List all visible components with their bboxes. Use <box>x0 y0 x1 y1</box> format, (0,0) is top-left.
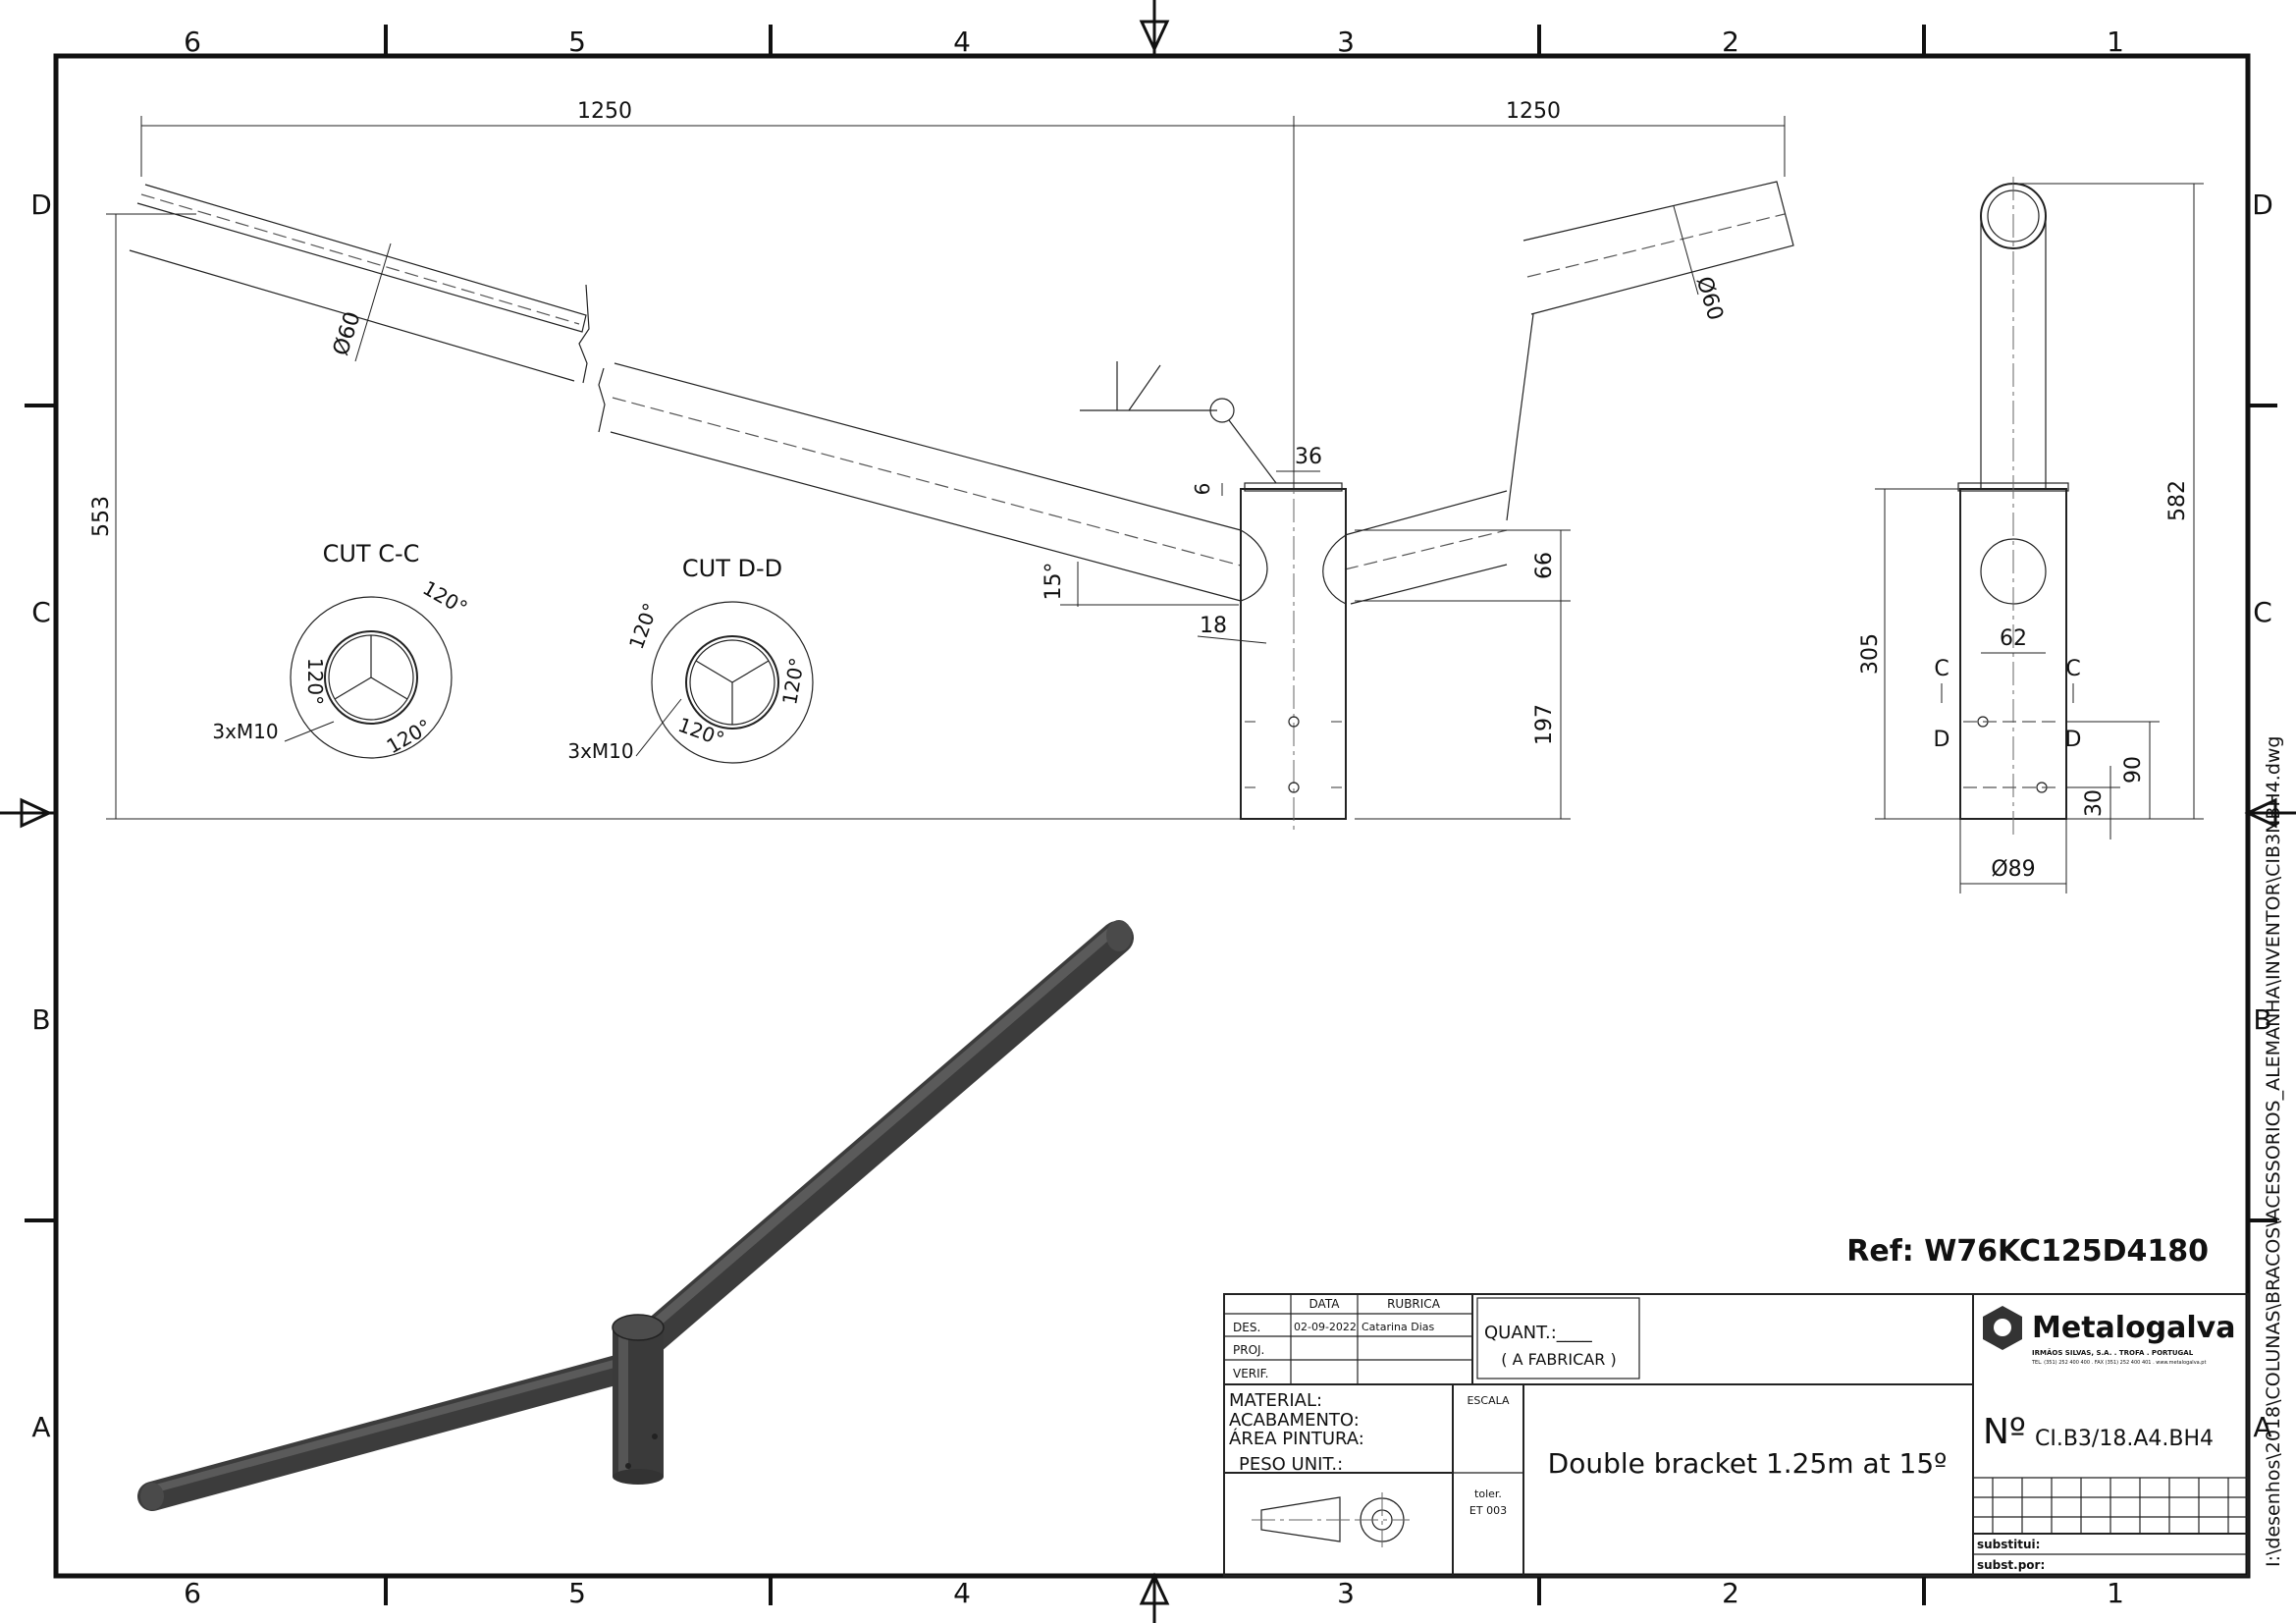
tb-substitui: substitui: <box>1977 1538 2040 1551</box>
tb-a-fabricar: ( A FABRICAR ) <box>1501 1350 1616 1369</box>
col-label: 2 <box>1722 1577 1739 1609</box>
cut-c-c: CUT C-C 120° 120° 120° 3xM10 <box>212 540 472 759</box>
cut-cc-angle-2: 120° <box>303 658 327 705</box>
tb-row-verif: VERIF. <box>1233 1367 1268 1380</box>
column-labels-bottom: 6 5 4 3 2 1 <box>184 1577 2124 1609</box>
row-labels-left: D C B A <box>30 189 52 1443</box>
dim-305: 305 <box>1858 633 1883 675</box>
col-label: 4 <box>953 1577 971 1609</box>
dim-dia-left: Ø60 <box>329 309 366 359</box>
row-label: A <box>31 1411 50 1443</box>
col-label: 5 <box>568 26 586 58</box>
tb-col-rubrica: RUBRICA <box>1387 1297 1441 1311</box>
col-label: 3 <box>1337 1577 1355 1609</box>
company-contact: TEL. (351) 252 400 400 . FAX (351) 252 4… <box>2031 1360 2206 1366</box>
grid-ticks <box>25 25 2277 1605</box>
row-label: B <box>2253 1003 2271 1036</box>
tb-acabamento: ACABAMENTO: <box>1229 1410 1360 1431</box>
dim-6: 6 <box>1191 483 1214 496</box>
tb-row-proj: PROJ. <box>1233 1343 1264 1357</box>
reference-code: Ref: W76KC125D4180 <box>1846 1234 2209 1269</box>
tb-col-data: DATA <box>1309 1297 1341 1311</box>
cut-dd-bolts: 3xM10 <box>567 739 633 763</box>
cut-cc-bolts: 3xM10 <box>212 720 278 743</box>
row-labels-right: D C B A <box>2252 189 2273 1443</box>
company-name: Metalogalva <box>2032 1311 2235 1345</box>
dim-angle-15: 15° <box>1041 563 1066 601</box>
cut-d-d: CUT D-D 120° 120° 120° 3xM10 <box>567 555 814 764</box>
side-view: C C D D <box>1934 177 2082 835</box>
section-mark-c-right: C <box>2065 657 2080 681</box>
row-label: B <box>31 1003 50 1036</box>
col-label: 6 <box>184 1577 201 1609</box>
tb-des-date: 02-09-2022 <box>1294 1321 1357 1333</box>
company-logo: Metalogalva IRMÃOS SILVAS, S.A. . TROFA … <box>1983 1306 2235 1366</box>
dim-dia89: Ø89 <box>1991 857 2035 882</box>
row-label: D <box>30 189 52 221</box>
file-path-label: I:\desenhos\2018\COLUNAS\BRACOS\ACESSORI… <box>2263 736 2284 1567</box>
dim-dia-right: Ø60 <box>1691 274 1728 324</box>
dim-582: 582 <box>2165 480 2190 521</box>
dim-62: 62 <box>2000 626 2027 651</box>
dim-height-total: 553 <box>89 496 114 537</box>
dim-197: 197 <box>1532 704 1557 745</box>
cut-cc-angle-1: 120° <box>419 575 472 620</box>
drawing-number-prefix: Nº <box>1983 1412 2026 1452</box>
col-label: 5 <box>568 1577 586 1609</box>
row-label: A <box>2253 1411 2271 1443</box>
col-label: 2 <box>1722 26 1739 58</box>
iso-render <box>137 920 1134 1511</box>
projection-symbol <box>1252 1492 1410 1547</box>
dim-66: 66 <box>1532 552 1557 579</box>
col-label: 1 <box>2107 26 2124 58</box>
cut-dd-title: CUT D-D <box>682 555 782 582</box>
tb-des-name: Catarina Dias <box>1362 1321 1435 1333</box>
tb-escala: ESCALA <box>1467 1394 1510 1407</box>
cut-cc-angle-3: 120° <box>383 714 436 758</box>
cut-cc-title: CUT C-C <box>323 540 420 568</box>
side-dimensions: 582 305 62 90 30 Ø89 <box>1858 183 2204 893</box>
col-label: 6 <box>184 26 201 58</box>
section-mark-d-right: D <box>2065 728 2082 752</box>
tb-quant: QUANT.:____ <box>1484 1323 1593 1343</box>
dim-36: 36 <box>1295 445 1322 469</box>
front-view <box>129 181 1794 835</box>
revision-grid: substitui: subst.por: <box>1973 1477 2248 1572</box>
dim-width-left: 1250 <box>577 99 632 124</box>
col-label: 3 <box>1337 26 1355 58</box>
dim-18: 18 <box>1200 614 1227 638</box>
dim-width-right: 1250 <box>1506 99 1561 124</box>
front-dimensions: 1250 1250 553 Ø60 Ø60 36 6 15° 18 66 197 <box>89 99 1786 820</box>
cut-dd-angle-2: 120° <box>777 656 809 707</box>
tb-peso-unit: PESO UNIT.: <box>1239 1454 1343 1475</box>
tb-area-pintura: ÁREA PINTURA: <box>1229 1428 1364 1449</box>
tb-row-des: DES. <box>1233 1321 1260 1334</box>
dim-90: 90 <box>2121 756 2146 784</box>
row-label: D <box>2252 189 2273 221</box>
column-labels-top: 6 5 4 3 2 1 <box>184 26 2124 58</box>
row-label: C <box>2253 596 2272 628</box>
row-label: C <box>31 596 51 628</box>
section-mark-c-left: C <box>1934 657 1949 681</box>
section-mark-d-left: D <box>1934 728 1950 752</box>
drawing-frame <box>53 53 2251 1579</box>
tb-et: ET 003 <box>1469 1504 1507 1517</box>
cut-dd-angle-1: 120° <box>624 600 663 652</box>
col-label: 1 <box>2107 1577 2124 1609</box>
dim-30: 30 <box>2082 789 2107 817</box>
company-address: IRMÃOS SILVAS, S.A. . TROFA . PORTUGAL <box>2032 1348 2194 1357</box>
drawing-title: Double bracket 1.25m at 15º <box>1548 1447 1948 1480</box>
tb-material: MATERIAL: <box>1229 1390 1322 1411</box>
title-block: DATA RUBRICA DES. PROJ. VERIF. 02-09-202… <box>1223 1293 2249 1577</box>
drawing-number: CI.B3/18.A4.BH4 <box>2035 1427 2214 1451</box>
tb-subst-por: subst.por: <box>1977 1558 2045 1572</box>
col-label: 4 <box>953 26 971 58</box>
tb-toler: toler. <box>1474 1488 1502 1500</box>
